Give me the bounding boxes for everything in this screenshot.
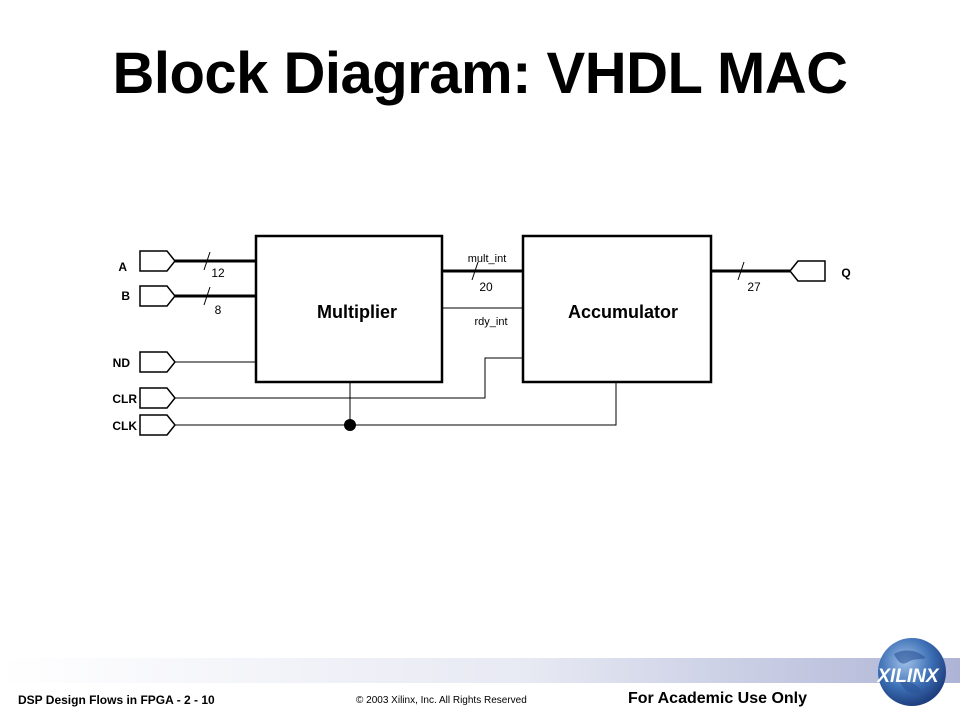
bus-b-slash [203, 286, 211, 306]
mult-int-width: 20 [479, 280, 493, 294]
logo-wordmark: XILINX [876, 666, 940, 687]
bus-b-width: 8 [215, 303, 222, 317]
accumulator-block [521, 234, 713, 384]
bus-q-slash [737, 261, 745, 281]
bus-a-slash [203, 251, 211, 271]
port-q-label: Q [841, 266, 850, 280]
port-a-connector [139, 250, 176, 272]
clk-wire [175, 382, 617, 426]
bus-a-width: 12 [211, 266, 225, 280]
page-title: Block Diagram: VHDL MAC [112, 41, 848, 106]
footer-copyright: © 2003 Xilinx, Inc. All Rights Reserved [356, 695, 527, 706]
port-b-label: B [121, 289, 130, 303]
footer-band [0, 658, 960, 683]
port-clk-connector [139, 414, 176, 436]
clk-junction-dot [344, 419, 356, 431]
mult-int-label: mult_int [468, 253, 507, 265]
logo-continent-shape [894, 650, 926, 694]
multiplier-label: Multiplier [317, 302, 397, 322]
port-clr-label: CLR [112, 392, 137, 406]
footer-course: DSP Design Flows in FPGA - 2 - 10 [18, 693, 215, 707]
multiplier-block [254, 234, 444, 384]
mult-int-slash [471, 261, 479, 281]
port-nd-label: ND [113, 356, 131, 370]
accumulator-label: Accumulator [568, 302, 678, 322]
clr-wire [175, 357, 523, 399]
port-b-connector [139, 285, 176, 307]
port-a-label: A [118, 260, 127, 274]
xilinx-logo: XILINX [876, 638, 946, 706]
footer-usage: For Academic Use Only [628, 690, 808, 707]
port-clk-label: CLK [112, 419, 137, 433]
port-q-connector [789, 260, 826, 282]
bus-q-width: 27 [747, 280, 761, 294]
port-clr-connector [139, 387, 176, 409]
port-nd-connector [139, 351, 176, 373]
rdy-int-label: rdy_int [474, 316, 507, 328]
